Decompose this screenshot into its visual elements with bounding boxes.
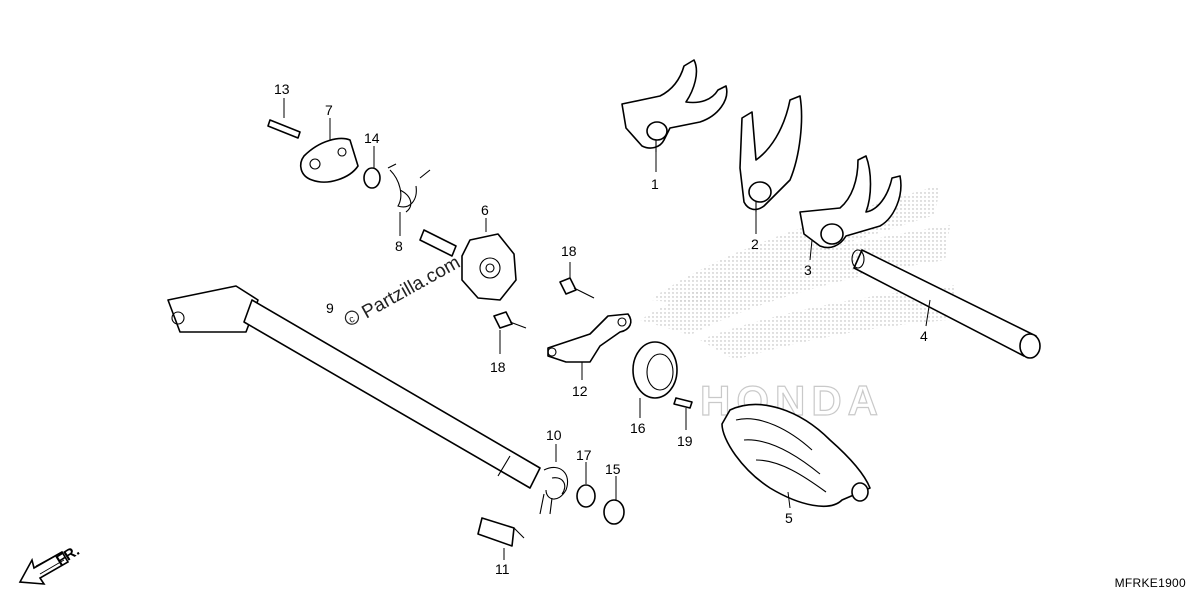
background-logo: HONDA	[640, 185, 955, 425]
shift-drum	[721, 403, 871, 507]
diagram-code: MFRKE1900	[1114, 576, 1186, 590]
washer-15	[603, 499, 625, 525]
callout-5: 5	[785, 510, 793, 526]
callout-2: 2	[751, 236, 759, 252]
gearshift-spindle	[167, 285, 541, 489]
stopper-plate	[419, 229, 517, 301]
circlip-17	[576, 484, 596, 508]
callout-3: 3	[804, 262, 812, 278]
leader-lines	[283, 98, 931, 560]
callout-9: 9	[326, 300, 334, 316]
callout-10: 10	[546, 427, 562, 443]
svg-text:c: c	[347, 314, 357, 326]
callout-18-upper: 18	[561, 243, 577, 259]
spring-8	[387, 163, 431, 213]
shift-fork-1	[621, 59, 728, 152]
callout-17: 17	[576, 447, 592, 463]
callout-1: 1	[651, 176, 659, 192]
guide-plate	[267, 119, 359, 183]
stud-11	[477, 517, 525, 547]
shift-fork-3	[799, 155, 902, 249]
spring-10	[539, 466, 568, 515]
watermark-text: Partzilla.com	[359, 252, 464, 323]
washer-14	[363, 167, 381, 189]
circled-c-icon	[344, 310, 360, 325]
callout-8: 8	[395, 238, 403, 254]
bearing	[632, 341, 678, 399]
callout-18-lower: 18	[490, 359, 506, 375]
guide-plate-12	[547, 313, 632, 363]
callout-12: 12	[572, 383, 588, 399]
callout-15: 15	[605, 461, 621, 477]
callout-14: 14	[364, 130, 380, 146]
callout-4: 4	[920, 328, 928, 344]
fork-shaft	[851, 249, 1041, 359]
bolt-18-upper	[559, 277, 595, 299]
callout-6: 6	[481, 202, 489, 218]
watermark: c Partzilla.com	[344, 252, 464, 326]
shift-fork-2	[739, 95, 803, 212]
callout-13: 13	[274, 81, 290, 97]
callout-11: 11	[495, 561, 510, 577]
dowel-pin	[673, 397, 693, 409]
callout-19: 19	[677, 433, 693, 449]
bolt-18-lower	[493, 311, 527, 329]
callout-16: 16	[630, 420, 646, 436]
front-direction-arrow-icon: FR.	[18, 542, 83, 585]
callout-7: 7	[325, 102, 333, 118]
